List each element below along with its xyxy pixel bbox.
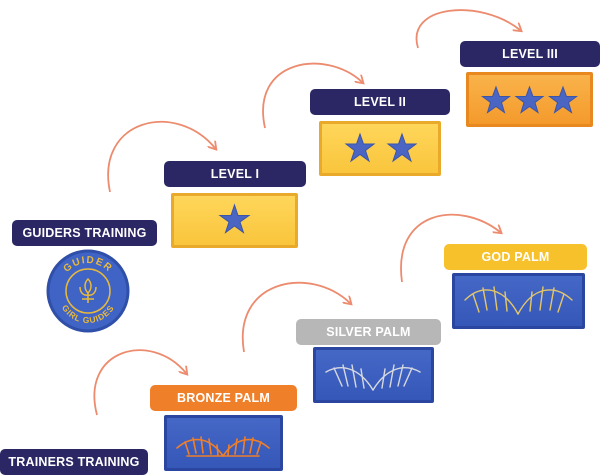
arrow-trainers-to-bronze	[93, 349, 186, 416]
arrow-level2-to-level3	[415, 9, 520, 49]
level-3-label: LEVEL III	[460, 41, 600, 67]
guider-badge: GUIDER GIRL GUIDES	[46, 249, 130, 333]
arrow-level1-to-level2	[262, 62, 362, 129]
guiders-training-label: GUIDERS TRAINING	[12, 220, 157, 246]
arrow-guiders-to-level1	[107, 121, 215, 193]
level-1-label: LEVEL I	[164, 161, 306, 187]
level-1-patch	[171, 193, 298, 248]
star-icon	[548, 85, 578, 114]
star-icon	[514, 85, 545, 114]
god-palm-label: GOD PALM	[444, 244, 587, 270]
silver-palm-label: SILVER PALM	[296, 319, 441, 345]
star-icon	[218, 203, 251, 234]
palm-icon	[176, 436, 270, 457]
arrow-bronze-to-silver	[241, 281, 350, 353]
arrow-silver-to-god	[400, 213, 500, 283]
silver-palm-patch	[313, 347, 434, 403]
level-2-label: LEVEL II	[310, 89, 450, 115]
trefoil-icon	[79, 277, 97, 303]
level-2-patch	[319, 121, 441, 176]
level-3-patch	[466, 72, 593, 127]
palm-icon	[464, 286, 573, 315]
star-icon	[481, 85, 511, 114]
palm-icon	[325, 364, 421, 391]
bronze-palm-patch	[164, 415, 283, 471]
god-palm-patch	[452, 273, 585, 329]
bronze-palm-label: BRONZE PALM	[150, 385, 297, 411]
star-icon	[344, 132, 376, 163]
star-icon	[386, 132, 418, 163]
trainers-training-label: TRAINERS TRAINING	[0, 449, 148, 475]
